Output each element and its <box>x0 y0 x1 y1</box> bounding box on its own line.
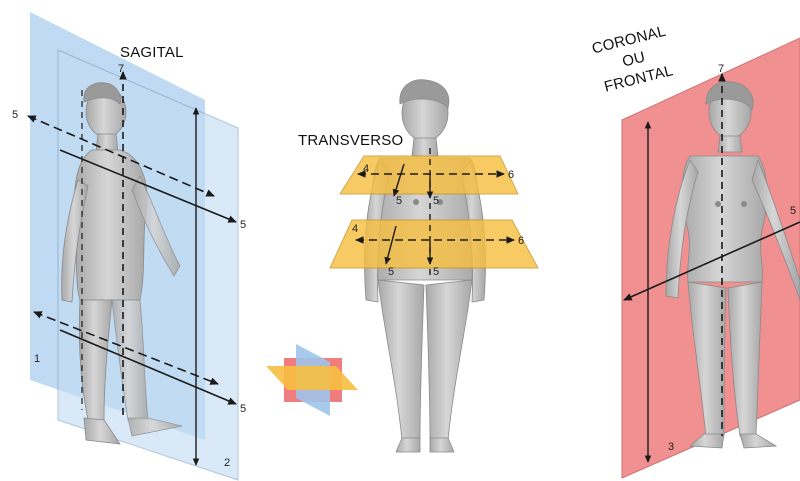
sagittal-arrow-upper <box>27 115 215 197</box>
transverse-upper-oblique <box>392 163 405 197</box>
transverse-section: 4 6 5 5 4 6 5 5 <box>329 79 539 453</box>
sagittal-arrow-low2 <box>59 329 237 405</box>
sagittal-label-plane-a: 1 <box>34 353 40 365</box>
sagittal-label-left: 5 <box>12 109 18 121</box>
transverse-plane-lower <box>329 219 539 269</box>
sagittal-arrow-mid <box>59 149 237 223</box>
planes-icon <box>266 344 358 416</box>
coronal-horizontal-axis <box>623 221 800 301</box>
transverse-label-lower-left: 4 <box>352 223 358 235</box>
coronal-label-right: 5 <box>790 205 796 217</box>
sagittal-arrow-low1 <box>33 311 219 385</box>
transverse-lower-oblique <box>384 225 397 265</box>
sagittal-label-right-upper: 5 <box>240 219 246 231</box>
coronal-label-top: 7 <box>718 63 724 75</box>
sagittal-section: 7 5 5 5 1 2 <box>12 12 246 481</box>
coronal-section: 7 3 5 <box>621 37 800 479</box>
transverse-label-upper-left: 4 <box>363 163 369 175</box>
sagittal-label-plane-b: 2 <box>224 457 230 469</box>
transverse-label-lower-right: 6 <box>518 235 524 247</box>
transverse-label-upper-right: 6 <box>508 169 514 181</box>
coronal-label-bottom: 3 <box>668 441 674 453</box>
transverse-label-lower-center-a: 5 <box>388 266 394 278</box>
transverse-plane-upper <box>339 155 519 195</box>
transverse-label-lower-center-b: 5 <box>433 266 439 278</box>
transverse-label-upper-center-b: 5 <box>433 195 439 207</box>
sagittal-title: SAGITAL <box>120 44 184 61</box>
planes-icon-transverse <box>266 366 358 390</box>
sagittal-label-top: 7 <box>118 63 124 75</box>
transverse-title: TRANSVERSO <box>298 132 404 149</box>
transverse-label-upper-center-a: 5 <box>396 195 402 207</box>
coronal-body <box>665 81 800 449</box>
sagittal-label-right-lower: 5 <box>240 403 246 415</box>
